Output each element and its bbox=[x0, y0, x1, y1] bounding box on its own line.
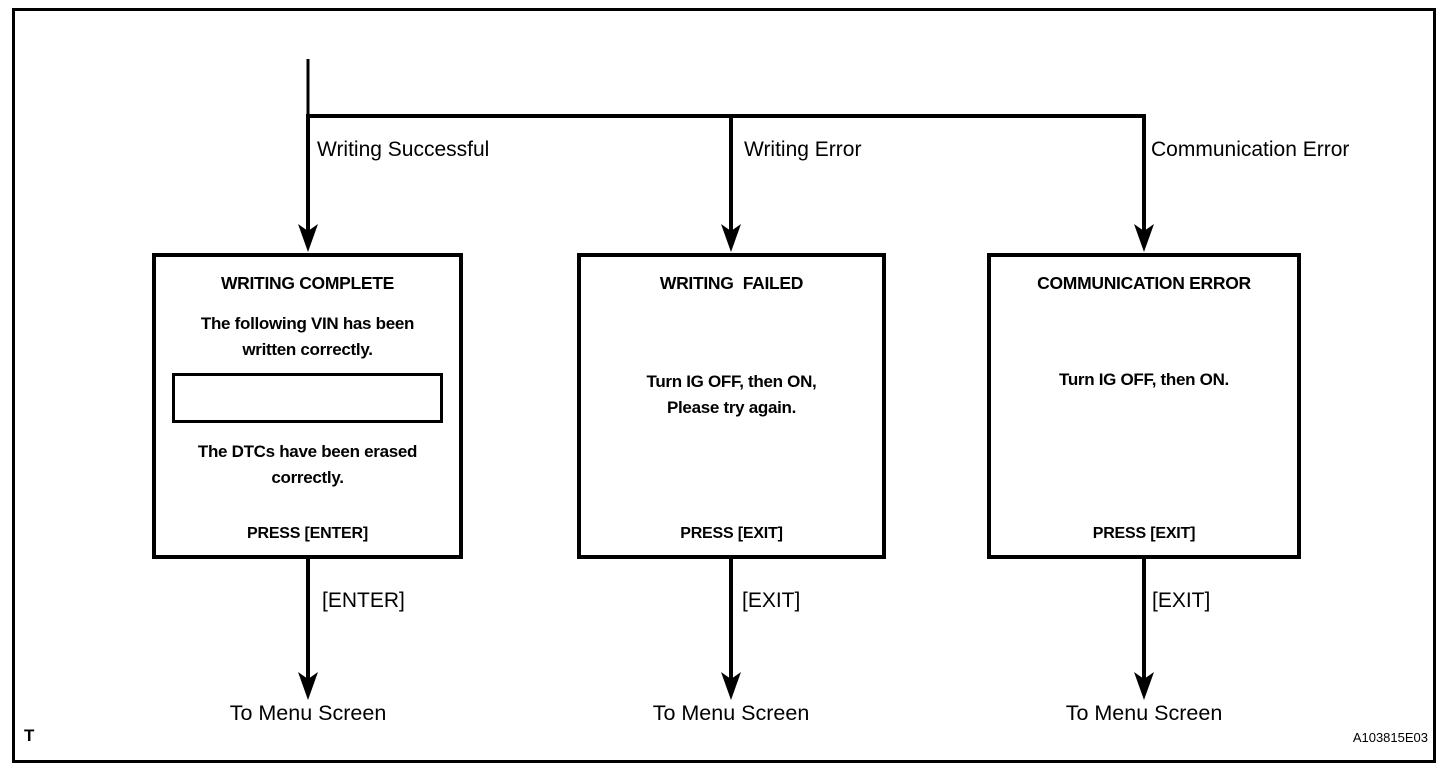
figure-code: A103815E03 bbox=[1352, 730, 1428, 745]
message-line: Please try again. bbox=[666, 398, 797, 417]
figure-border bbox=[12, 8, 1436, 763]
screen-title: WRITING COMPLETE bbox=[220, 273, 395, 293]
arrowhead-writing-successful bbox=[298, 224, 318, 252]
exit-arrowhead-2 bbox=[721, 672, 741, 700]
arrowhead-writing-error bbox=[721, 224, 741, 252]
branch-label-writing-error: Writing Error bbox=[744, 138, 862, 161]
exit-arrowhead-3 bbox=[1134, 672, 1154, 700]
message-line: Turn IG OFF, then ON, bbox=[646, 372, 817, 391]
press-exit-label: PRESS [EXIT] bbox=[680, 525, 783, 542]
press-enter-label: PRESS [ENTER] bbox=[247, 525, 368, 542]
screen-message: Turn IG OFF, then ON, Please try again. bbox=[581, 369, 882, 421]
screen-box-writing-complete: WRITING COMPLETE The following VIN has b… bbox=[152, 253, 463, 559]
exit-arrowhead-1 bbox=[298, 672, 318, 700]
branch-label-communication-error: Communication Error bbox=[1151, 138, 1350, 161]
screen-box-communication-error: COMMUNICATION ERROR Turn IG OFF, then ON… bbox=[987, 253, 1301, 559]
message-line: The following VIN has been bbox=[200, 314, 415, 333]
message-line: written correctly. bbox=[242, 340, 373, 359]
corner-label-t: T bbox=[24, 726, 35, 745]
screen-message-top: The following VIN has been written corre… bbox=[156, 311, 459, 363]
screen-title: COMMUNICATION ERROR bbox=[1037, 273, 1251, 293]
destination-label-1: To Menu Screen bbox=[229, 701, 387, 725]
destination-label-3: To Menu Screen bbox=[1065, 701, 1223, 725]
press-exit-label: PRESS [EXIT] bbox=[1092, 525, 1196, 542]
message-line: The DTCs have been erased bbox=[197, 442, 418, 461]
key-label-enter: [ENTER] bbox=[322, 589, 405, 612]
screen-title: WRITING FAILED bbox=[659, 273, 804, 293]
branch-label-writing-successful: Writing Successful bbox=[317, 138, 490, 161]
key-label-exit-1: [EXIT] bbox=[742, 589, 801, 612]
screen-message: Turn IG OFF, then ON. bbox=[991, 367, 1297, 393]
vin-value-field bbox=[172, 373, 443, 423]
screen-box-writing-failed: WRITING FAILED Turn IG OFF, then ON, Ple… bbox=[577, 253, 886, 559]
destination-label-2: To Menu Screen bbox=[652, 701, 810, 725]
screen-message-bottom: The DTCs have been erased correctly. bbox=[156, 439, 459, 491]
arrowhead-communication-error bbox=[1134, 224, 1154, 252]
key-label-exit-2: [EXIT] bbox=[1152, 589, 1211, 612]
message-line: correctly. bbox=[271, 468, 344, 487]
message-line: Turn IG OFF, then ON. bbox=[1059, 370, 1229, 389]
